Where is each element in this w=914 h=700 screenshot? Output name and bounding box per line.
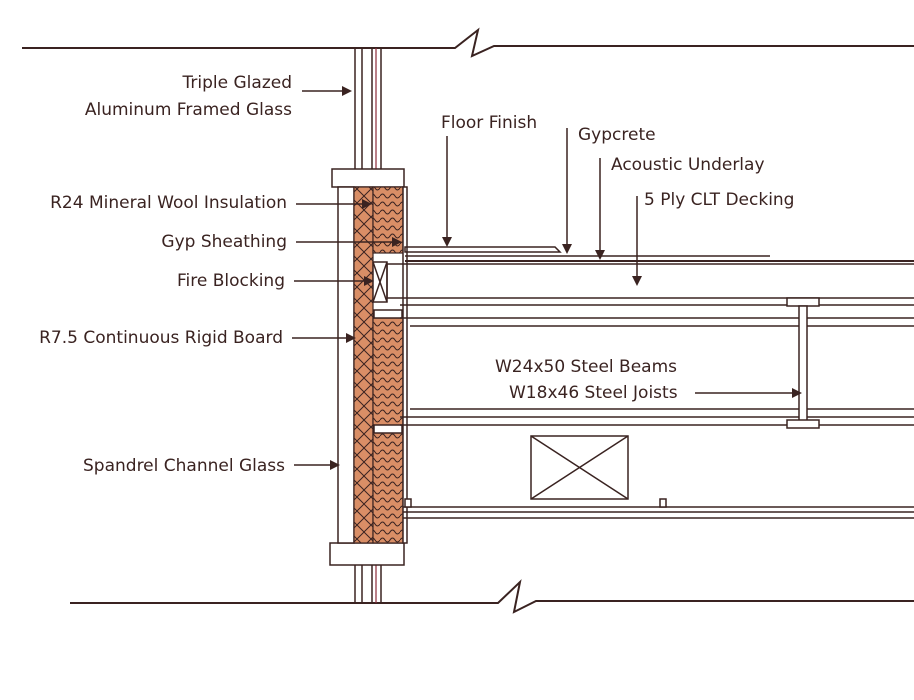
lower-bracket — [373, 424, 403, 434]
upper-glass-mullion — [354, 48, 382, 170]
label-gyp-sheathing: Gyp Sheathing — [161, 232, 287, 252]
lower-slab-lines — [403, 498, 914, 519]
spandrel-channel-glass — [337, 186, 355, 544]
label-acoustic-underlay: Acoustic Underlay — [611, 155, 765, 175]
top-break-line — [22, 27, 914, 58]
label-steel-joists: W18x46 Steel Joists — [509, 383, 678, 403]
top-frame-cap — [331, 168, 405, 188]
label-gypcrete: Gypcrete — [578, 125, 656, 145]
floor-assembly — [386, 246, 914, 299]
label-clt-decking: 5 Ply CLT Decking — [644, 190, 794, 210]
duct-box — [530, 435, 629, 500]
gyp-sheathing — [402, 186, 408, 544]
steel-beam — [400, 304, 914, 426]
bottom-frame-cap — [329, 542, 405, 566]
label-steel-beams: W24x50 Steel Beams — [495, 357, 677, 377]
fire-blocking-x — [372, 261, 388, 303]
label-fire-blocking: Fire Blocking — [177, 271, 285, 291]
label-rigid-board: R7.5 Continuous Rigid Board — [39, 328, 283, 348]
label-spandrel-glass: Spandrel Channel Glass — [83, 456, 285, 476]
bottom-break-line — [70, 579, 914, 614]
leader-arrows — [292, 86, 802, 470]
label-aluminum-framed-glass: Aluminum Framed Glass — [85, 100, 292, 120]
rigid-board-hatch — [354, 187, 373, 543]
upper-bracket — [373, 309, 403, 319]
lower-glass-mullion — [354, 565, 382, 603]
label-floor-finish: Floor Finish — [441, 113, 537, 133]
label-mineral-wool: R24 Mineral Wool Insulation — [50, 193, 287, 213]
steel-joist-section — [786, 297, 820, 429]
label-triple-glazed: Triple Glazed — [182, 73, 292, 93]
